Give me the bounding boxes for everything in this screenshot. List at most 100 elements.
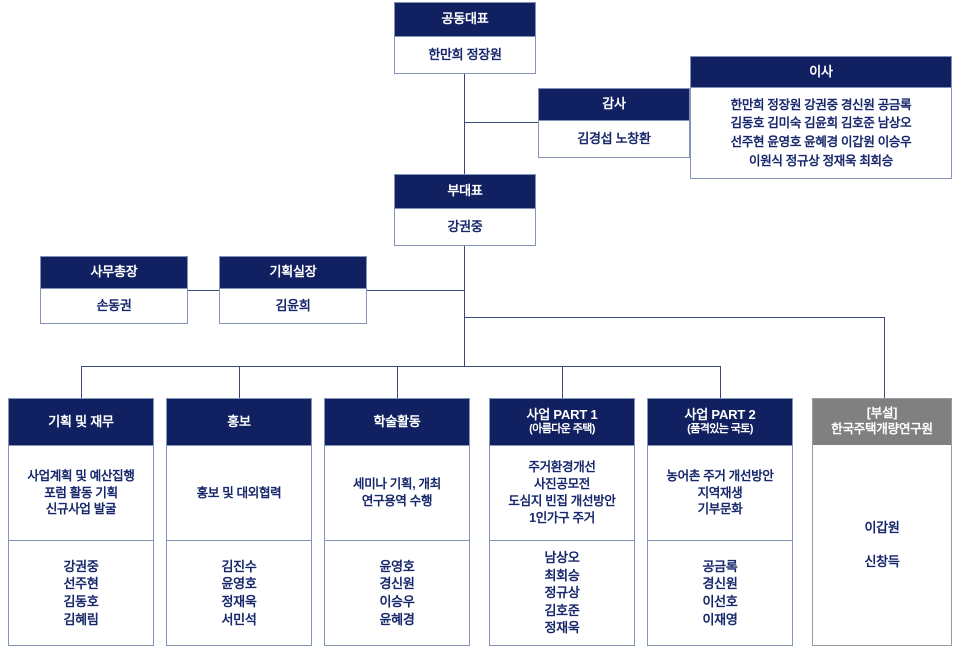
duty-line: 연구용역 수행: [361, 494, 433, 508]
node-department-academic-people: 윤영호 경신원 이승우 윤혜경: [325, 540, 469, 645]
person-line: 정재욱: [221, 594, 257, 609]
node-department-academic-title-text: 학술활동: [373, 413, 421, 429]
node-copresident[interactable]: 공동대표 한만희 정장원: [394, 2, 536, 74]
node-directors-line: 선주현 윤영호 윤혜경 이갑원 이승우: [730, 135, 912, 149]
node-copresident-members: 한만희 정장원: [395, 36, 535, 73]
node-department-part1-people: 남상오 최회승 정규상 김호준 정재욱: [490, 540, 634, 645]
node-directors-title-text: 이사: [809, 63, 833, 79]
connector-drop-finance: [81, 366, 82, 398]
duty-line: 기부문화: [697, 502, 743, 517]
node-institute-title-line2: 한국주택개량연구원: [831, 422, 933, 436]
person-line: 선주현: [63, 576, 99, 592]
duty-line: 도심지 빈집 개선방안: [508, 494, 616, 508]
connector-institute-drop: [884, 317, 885, 398]
person-line: 신창득: [864, 554, 900, 569]
node-department-part2-title-text: 사업 PART 2: [684, 407, 756, 422]
node-department-part1-title: 사업 PART 1 (아름다운 주택): [490, 399, 634, 445]
node-department-academic-title: 학술활동: [325, 399, 469, 445]
person-line: 정재욱: [544, 620, 580, 636]
node-department-pr-duties: 홍보 및 대외협력: [167, 445, 311, 540]
node-directors[interactable]: 이사 한만희 정장원 강권중 경신원 공금록 김동호 김미숙 김윤희 김호준 남…: [690, 56, 952, 179]
connector-secretary-planning: [188, 290, 219, 291]
node-directors-title: 이사: [691, 57, 951, 87]
person-line: 윤영호: [379, 558, 415, 574]
node-department-pr-people: 김진수 윤영호 정재욱 서민석: [167, 540, 311, 645]
duty-line: 신규사업 발굴: [45, 502, 117, 517]
person-line: 김진수: [221, 558, 257, 574]
node-vicepresident[interactable]: 부대표 강권중: [394, 174, 536, 246]
person-line: 공금록: [702, 558, 738, 574]
connector-drop-pr: [239, 366, 240, 398]
connector-vicepresident-spine: [464, 246, 465, 366]
node-department-academic[interactable]: 학술활동 세미나 기획, 개최 연구용역 수행 윤영호 경신원 이승우 윤혜경: [324, 398, 470, 646]
node-vicepresident-title-text: 부대표: [447, 183, 483, 199]
node-vicepresident-members-text: 강권중: [447, 219, 483, 235]
duty-line: 1인가구 주거: [529, 510, 595, 525]
person-line: 남상오: [544, 550, 580, 566]
node-auditor[interactable]: 감사 김경섭 노창환: [538, 88, 690, 158]
duty-line: 농어촌 주거 개선방안: [666, 468, 774, 483]
connector-drop-part2: [720, 366, 721, 398]
node-auditor-members-text: 김경섭 노창환: [577, 131, 651, 147]
connector-copresident-auditor: [464, 122, 538, 123]
person-line: 이갑원: [864, 520, 900, 536]
person-line: 서민석: [221, 611, 257, 627]
node-department-part1-duties: 주거환경개선 사진공모전 도심지 빈집 개선방안 1인가구 주거: [490, 445, 634, 540]
node-department-pr-title-text: 홍보: [227, 413, 251, 429]
node-department-finance-title: 기획 및 재무: [9, 399, 153, 445]
node-department-part1-title-text: 사업 PART 1: [526, 407, 598, 422]
node-secretary-general-title-text: 사무총장: [90, 264, 138, 280]
node-department-pr[interactable]: 홍보 홍보 및 대외협력 김진수 윤영호 정재욱 서민석: [166, 398, 312, 646]
node-directors-line: 한만희 정장원 강권중 경신원 공금록: [730, 97, 912, 112]
person-line: 김혜림: [63, 611, 99, 627]
node-institute[interactable]: [부설] 한국주택개량연구원 이갑원 신창득: [812, 398, 952, 646]
node-department-part2-people: 공금록 경신원 이선호 이재영: [648, 540, 792, 645]
connector-drop-academic: [397, 366, 398, 398]
connector-drop-part1: [562, 366, 563, 398]
connector-copresident-vicepresident: [464, 74, 465, 174]
node-department-finance[interactable]: 기획 및 재무 사업계획 및 예산집행 포럼 활동 기획 신규사업 발굴 강권중…: [8, 398, 154, 646]
node-department-finance-title-text: 기획 및 재무: [48, 413, 114, 429]
connector-department-bus: [81, 366, 720, 367]
person-line: 최회승: [544, 567, 580, 583]
node-copresident-members-text: 한만희 정장원: [428, 47, 502, 63]
node-department-academic-duties: 세미나 기획, 개최 연구용역 수행: [325, 445, 469, 540]
node-planning-head-members-text: 김윤희: [275, 298, 311, 314]
node-planning-head[interactable]: 기획실장 김윤희: [219, 256, 367, 324]
node-directors-line: 이원식 정규상 정재욱 최회승: [749, 153, 893, 168]
node-secretary-general-members: 손동권: [41, 288, 187, 323]
person-line: 경신원: [379, 576, 415, 592]
node-department-finance-duties: 사업계획 및 예산집행 포럼 활동 기획 신규사업 발굴: [9, 445, 153, 540]
connector-spine-institute-horizontal: [464, 317, 884, 318]
node-directors-members: 한만희 정장원 강권중 경신원 공금록 김동호 김미숙 김윤희 김호준 남상오 …: [691, 87, 951, 178]
duty-line: 지역재생: [697, 485, 743, 500]
person-line: 경신원: [702, 576, 738, 592]
node-vicepresident-title: 부대표: [395, 175, 535, 208]
node-department-part1[interactable]: 사업 PART 1 (아름다운 주택) 주거환경개선 사진공모전 도심지 빈집 …: [489, 398, 635, 646]
node-department-part2-subtitle-text: (품격있는 국토): [687, 423, 753, 436]
node-vicepresident-members: 강권중: [395, 208, 535, 245]
node-planning-head-title: 기획실장: [220, 257, 366, 288]
node-institute-people: 이갑원 신창득: [813, 445, 951, 645]
person-line: 정규상: [544, 585, 580, 601]
duty-line: 세미나 기획, 개최: [353, 477, 441, 492]
node-secretary-general-title: 사무총장: [41, 257, 187, 288]
node-department-part2[interactable]: 사업 PART 2 (품격있는 국토) 농어촌 주거 개선방안 지역재생 기부문…: [647, 398, 793, 646]
duty-line: 사진공모전: [533, 477, 590, 492]
person-line: 이재영: [702, 611, 738, 627]
duty-line: 포럼 활동 기획: [44, 485, 118, 500]
node-department-finance-people: 강권중 선주현 김동호 김혜림: [9, 540, 153, 645]
person-line: 이선호: [702, 594, 738, 609]
node-planning-head-members: 김윤희: [220, 288, 366, 323]
node-copresident-title-text: 공동대표: [441, 11, 489, 27]
person-line: 강권중: [63, 558, 99, 574]
node-auditor-title: 감사: [539, 89, 689, 120]
node-department-part1-subtitle-text: (아름다운 주택): [529, 423, 595, 436]
node-copresident-title: 공동대표: [395, 3, 535, 36]
node-secretary-general-members-text: 손동권: [96, 298, 132, 314]
duty-line: 사업계획 및 예산집행: [27, 468, 135, 483]
node-institute-title-line1: [부설]: [866, 406, 898, 421]
node-auditor-title-text: 감사: [602, 96, 626, 112]
node-secretary-general[interactable]: 사무총장 손동권: [40, 256, 188, 324]
